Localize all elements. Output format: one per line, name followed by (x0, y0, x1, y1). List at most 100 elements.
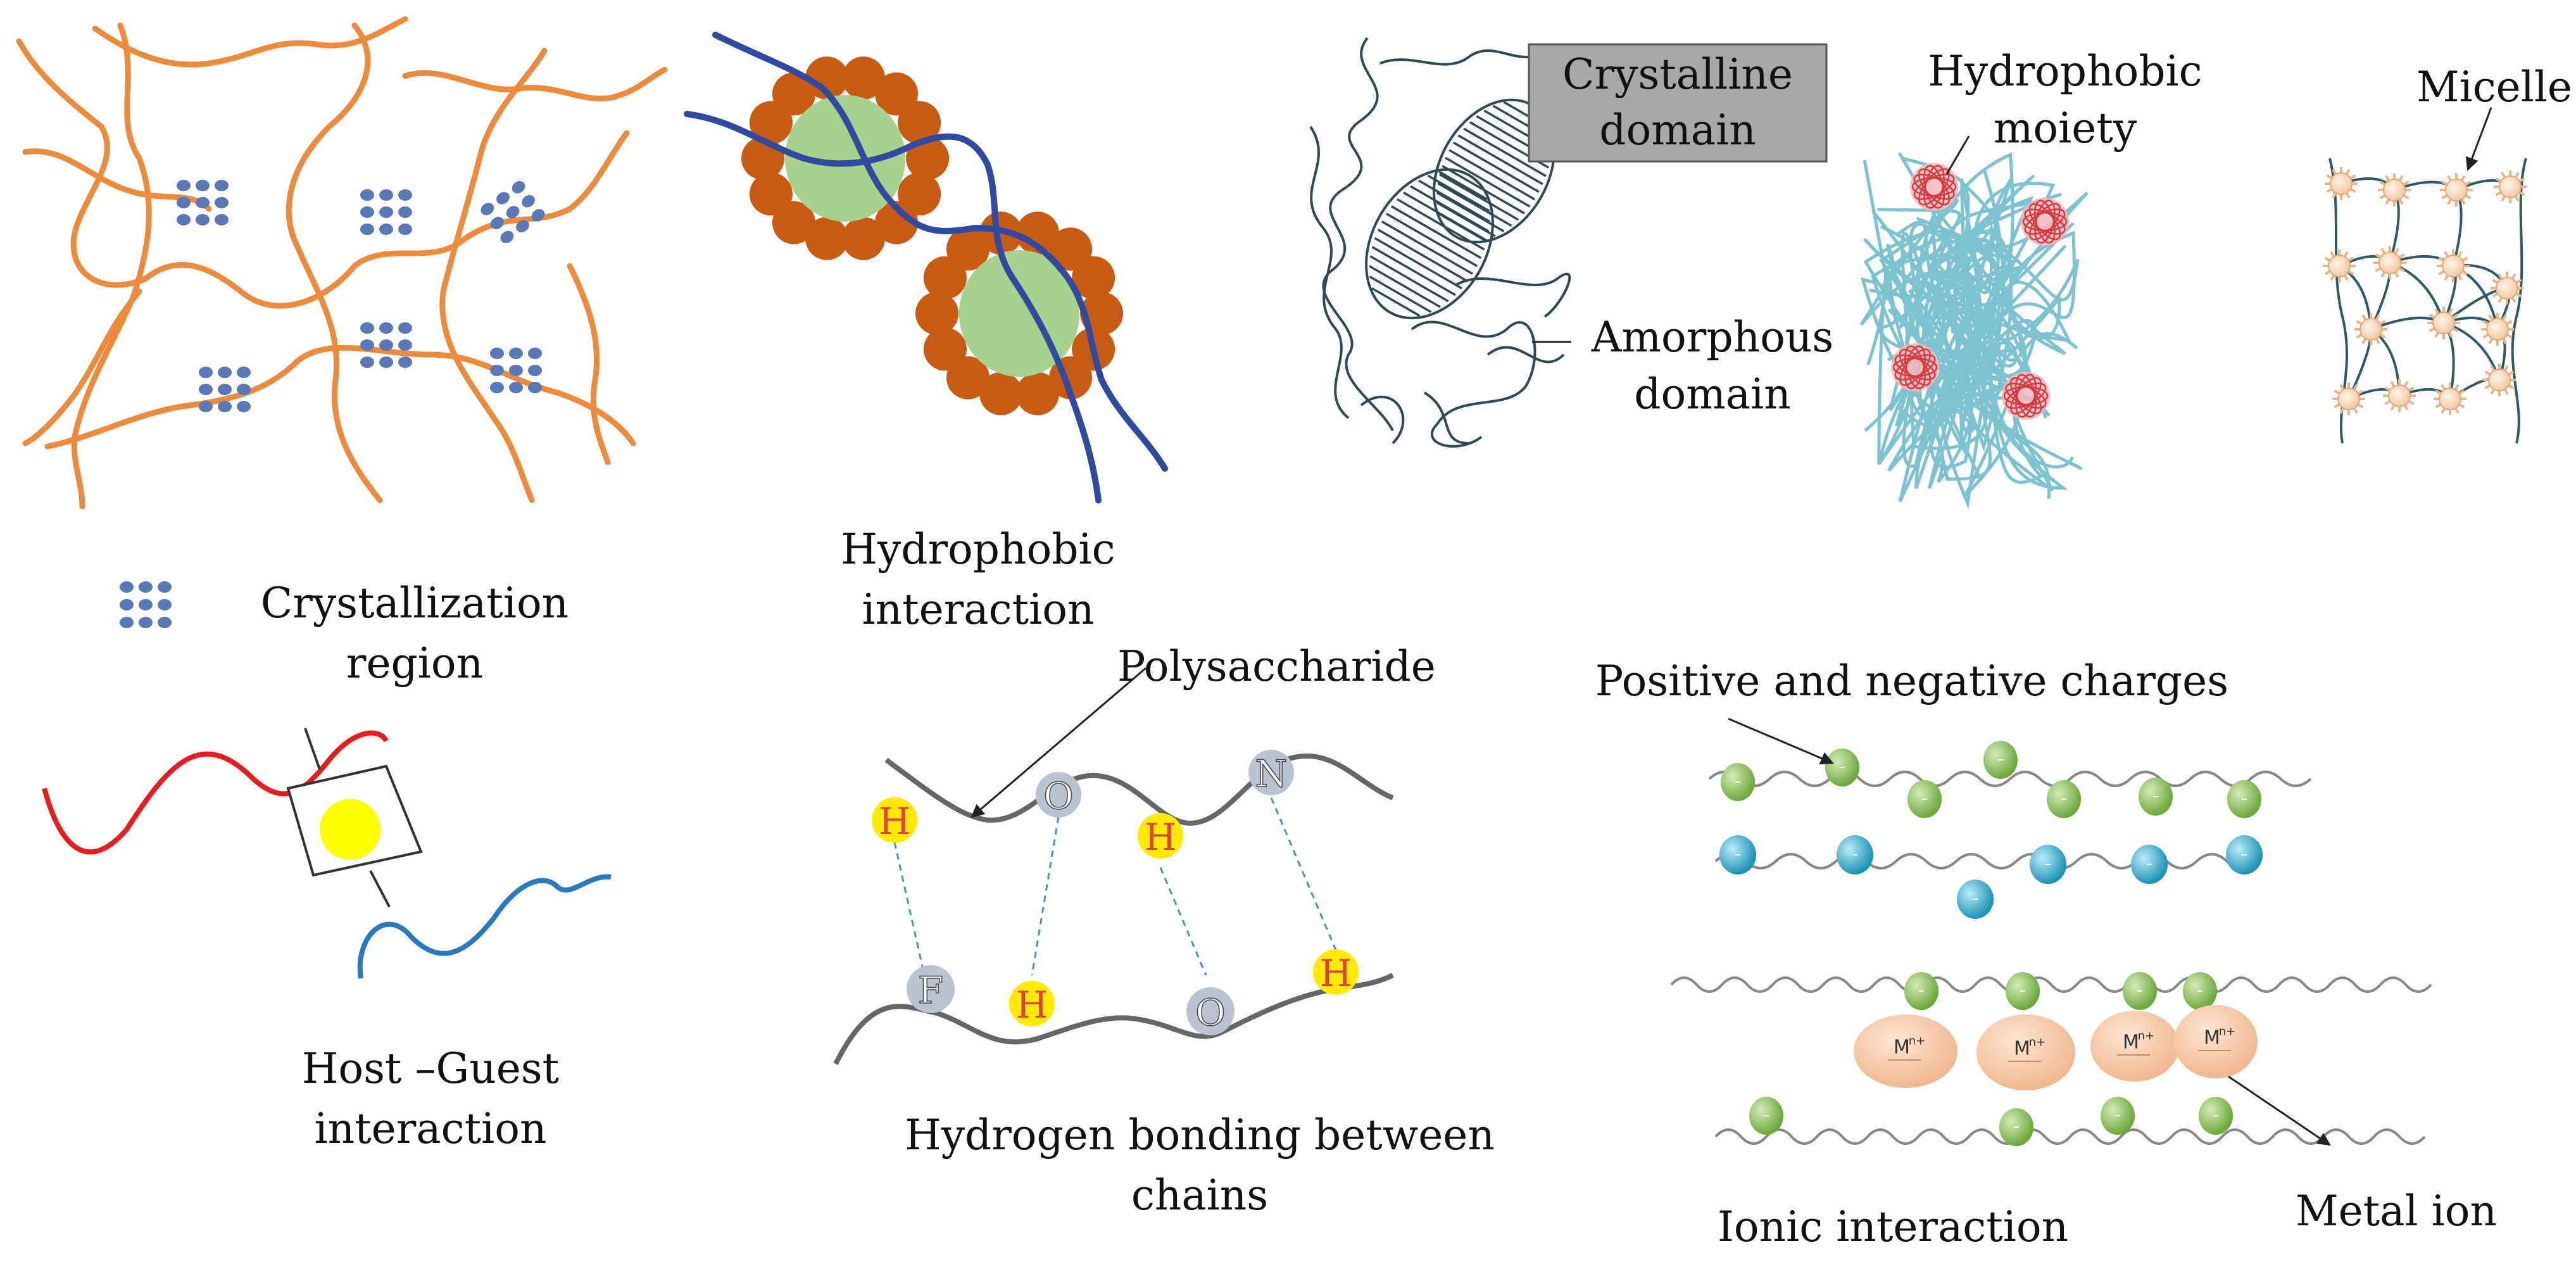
crystalline-domain-panel: Crystalline domain Amorphous domain (1309, 37, 1833, 448)
hydrophobic-moiety (1910, 163, 1958, 211)
crystallization-legend: Crystallization region (120, 579, 569, 688)
lamella-left (1365, 168, 1494, 320)
host-guest-label-line1: Host –Guest (302, 1044, 559, 1093)
atom-o-top-label: O (1043, 774, 1074, 818)
navy-polymer-chains (684, 32, 1168, 503)
micelle-particle (2373, 246, 2406, 279)
positive-charge-bead (2123, 972, 2157, 1010)
ionic-charges (1719, 741, 2263, 1146)
crystal-dot-cluster (199, 367, 251, 412)
metal-ion-charge: n+ (2219, 1025, 2236, 1039)
crystal-dot-cluster (490, 348, 542, 393)
crystal-dot-cluster (360, 322, 412, 368)
crystalline-domain-label-line1: Crystalline (1562, 50, 1793, 99)
atom-f-bottom-label: F (918, 969, 943, 1012)
hydrophobic-interaction-label-line2: interaction (862, 585, 1095, 634)
micelle-particle (2383, 379, 2416, 412)
ionic-chain-2 (1714, 853, 2258, 869)
hydrophobic-moiety-label-line2: moiety (1994, 104, 2137, 153)
hydrophobic-moiety (2002, 372, 2050, 420)
metal-ion-label: Metal ion (2296, 1187, 2497, 1235)
positive-charge-bead (1904, 972, 1938, 1010)
positive-charge-bead (1749, 1097, 1783, 1135)
hydrogen-bonding-label-line1: Hydrogen bonding between (905, 1111, 1495, 1159)
hydrophobic-moieties (1891, 136, 2069, 420)
micelle-top (741, 56, 949, 260)
metal-ion-symbol: M (1894, 1037, 1910, 1059)
crystalline-domain-label-line2: domain (1599, 106, 1756, 155)
metal-ions: Mn+Mn+Mn+Mn+ (1854, 1005, 2258, 1090)
atom-o-bottom-label: O (1195, 991, 1226, 1034)
hydrophobic-moiety-panel: Hydrophobic moiety (1859, 47, 2202, 509)
negative-charge-bead (1957, 880, 1994, 919)
crystal-dot-cluster (177, 180, 229, 225)
host-guest-panel: Host –Guest interaction (42, 728, 612, 1153)
host-guest-label-line2: interaction (315, 1104, 547, 1153)
micelle-top-core (785, 95, 905, 222)
atom-h-bottom-1-label: H (1016, 983, 1048, 1026)
negative-charge-bead (1719, 835, 1756, 874)
atoms-bottom: F H O H (907, 949, 1359, 1035)
metal-ion: Mn+ (1976, 1014, 2075, 1090)
atom-h-top-1 (872, 797, 917, 843)
positive-charge-bead (2227, 780, 2261, 818)
metal-ion-charge: n+ (2138, 1030, 2155, 1043)
hydrogen-bond-lines (893, 797, 1337, 976)
atom-h-top-2-label: H (1145, 816, 1177, 859)
negative-charge-bead (2226, 835, 2263, 874)
positive-charge-bead (2139, 778, 2173, 816)
micelle-bottom (915, 212, 1123, 415)
micelle-particle (2323, 249, 2356, 282)
atom-n-top-label: N (1255, 752, 1288, 795)
metal-ion: Mn+ (2090, 1011, 2179, 1082)
atom-o-top (1036, 772, 1081, 818)
atom-h-bottom-2-label: H (1320, 952, 1352, 995)
ionic-chain-3 (1670, 976, 2432, 993)
micelle-particle (2325, 167, 2358, 200)
crystalline-lamellae (1365, 98, 1555, 320)
micelle-panel: Micelle (2323, 63, 2572, 444)
hydrophobic-moiety (2021, 198, 2069, 246)
atom-h-bottom-1 (1009, 981, 1055, 1026)
metal-ion-pointer (2228, 1075, 2331, 1146)
atom-h-top-1-label: H (879, 800, 911, 843)
polysaccharide-label: Polysaccharide (1117, 642, 1436, 691)
crystal-dot-clusters (177, 180, 545, 412)
hydrogen-bonding-panel: H O H N F H O H Polysaccharide Hydrogen … (833, 642, 1495, 1220)
host-linker-top (304, 728, 321, 770)
micelle-particle (2332, 382, 2365, 415)
micelle-particle (2491, 272, 2523, 305)
micelle-particle (2494, 170, 2527, 203)
amorphous-domain-label-line2: domain (1634, 370, 1791, 419)
guest-polymer-chain-red (42, 730, 389, 855)
micelle-particle (2427, 306, 2460, 339)
atoms-top: H O H N (872, 750, 1294, 859)
metal-ion-charge: n+ (2029, 1036, 2046, 1049)
moiety-pointer (1945, 136, 1970, 175)
amorphous-domain-label-line1: Amorphous (1591, 313, 1833, 362)
crystallization-label-line2: region (346, 639, 483, 688)
atom-h-top-2 (1138, 813, 1183, 859)
host-polymer-chain-blue (357, 874, 612, 979)
positive-charge-bead (1721, 763, 1755, 801)
positive-charge-bead (2199, 1097, 2233, 1135)
metal-ion: Mn+ (2174, 1005, 2258, 1078)
orange-polymer-network (16, 16, 668, 510)
micelle-particle (2481, 313, 2514, 346)
crystal-dot-cluster (360, 189, 412, 235)
micelle-particle (2434, 382, 2466, 415)
charges-label: Positive and negative charges (1595, 657, 2228, 705)
crystal-dot-cluster (481, 180, 545, 244)
atom-o-bottom (1186, 987, 1235, 1035)
micelle-particle (2437, 249, 2470, 282)
micelle-pointer (2465, 107, 2492, 171)
ionic-interaction-label: Ionic interaction (1718, 1203, 2068, 1251)
hydrophobic-moiety (1891, 343, 1939, 391)
crystal-dot-legend-icon (120, 581, 172, 628)
atom-f-bottom (907, 965, 955, 1013)
crystalline-domain-box (1528, 43, 1828, 163)
positive-charge-bead (2183, 972, 2217, 1010)
positive-charge-bead (1825, 748, 1859, 786)
crystallization-panel: Crystallization region (16, 16, 668, 688)
positive-charge-bead (1907, 780, 1942, 818)
